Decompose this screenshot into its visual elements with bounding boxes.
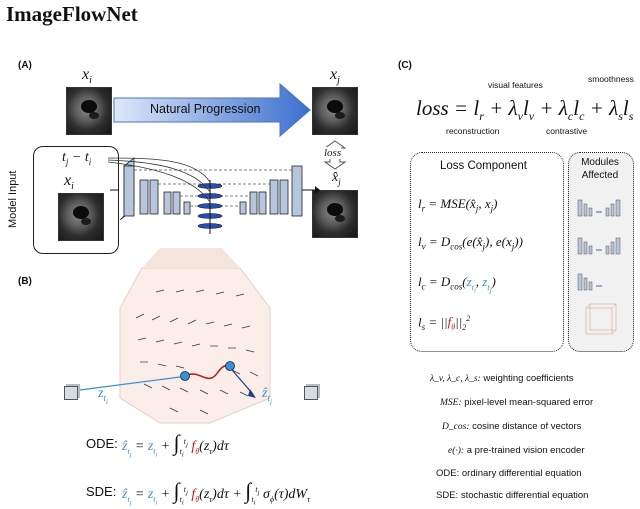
vector-field-diagram (79, 248, 271, 424)
loss-component-box (410, 152, 564, 352)
panel-a-label: (A) (18, 60, 32, 71)
ls-formula: ls = ||fθ||22 (418, 314, 471, 332)
figure-title: ImageFlowNet (6, 2, 138, 26)
legend-row-3: D_cos: cosine distance of vectors (442, 421, 582, 432)
smoothness-label: smoothness (588, 74, 634, 84)
z-tj-hat-label: ẑtj (262, 386, 272, 406)
sde-label: SDE: (86, 484, 117, 499)
z-ti-cube (64, 386, 78, 400)
model-input-box (33, 146, 119, 254)
ode-equation: ẑtj = zti + ∫titj fθ(zτ)dτ (122, 430, 229, 459)
mri-image-xj-top (312, 87, 358, 135)
model-input-label: Model Input (7, 170, 19, 228)
z-tj-cube (304, 386, 318, 400)
loss-label: loss (324, 147, 342, 159)
mri-image-xj-hat (312, 190, 358, 238)
contrastive-label: contrastive (546, 126, 588, 136)
lc-formula: lc = Dcos(zti, ztj) (418, 274, 496, 295)
legend-row-5: ODE: ordinary differential equation (436, 468, 582, 479)
legend-row-4: e(·): a pre-trained vision encoder (448, 445, 585, 456)
loss-component-header: Loss Component (440, 160, 527, 172)
loss-equation: loss = lr + λvlv + λclc + λsls (416, 96, 634, 124)
reconstruction-label: reconstruction (446, 126, 500, 136)
unet-diagram (110, 157, 320, 234)
time-injection-curves (107, 157, 211, 203)
mri-image-xi-input (58, 193, 104, 241)
panel-b-label: (B) (18, 276, 32, 287)
legend-row-2: MSE: pixel-level mean-squared error (440, 397, 594, 408)
mri-image-xi-top (66, 87, 112, 135)
xi-top-label: xi (82, 66, 92, 87)
modules-affected-header: Modules Affected (581, 157, 619, 181)
modules-thumbnails (577, 199, 621, 335)
sde-equation: ẑtj = zti + ∫titj fθ(zτ)dτ + ∫titj σϕ(τ)… (122, 478, 310, 507)
z-ti-label: zti (98, 386, 108, 406)
visual-features-label: visual features (488, 80, 543, 90)
lv-formula: lv = Dcos(e(x̂j), e(xj)) (418, 234, 523, 252)
xj-top-label: xj (330, 66, 340, 87)
xj-hat-label: x̂j (332, 170, 341, 187)
time-diff-label: tj − ti (62, 150, 92, 167)
ode-label: ODE: (86, 436, 118, 451)
xi-input-label: xi (64, 172, 74, 193)
lr-formula: lr = MSE(x̂j, xj) (418, 196, 498, 214)
legend-row-6: SDE: stochastic differential equation (436, 490, 589, 501)
natural-progression-arrow (113, 82, 311, 138)
panel-c-label: (C) (398, 60, 412, 71)
natural-progression-label: Natural Progression (150, 102, 261, 116)
legend-row-1: λ_v, λ_c, λ_s: weighting coefficients (430, 373, 574, 384)
